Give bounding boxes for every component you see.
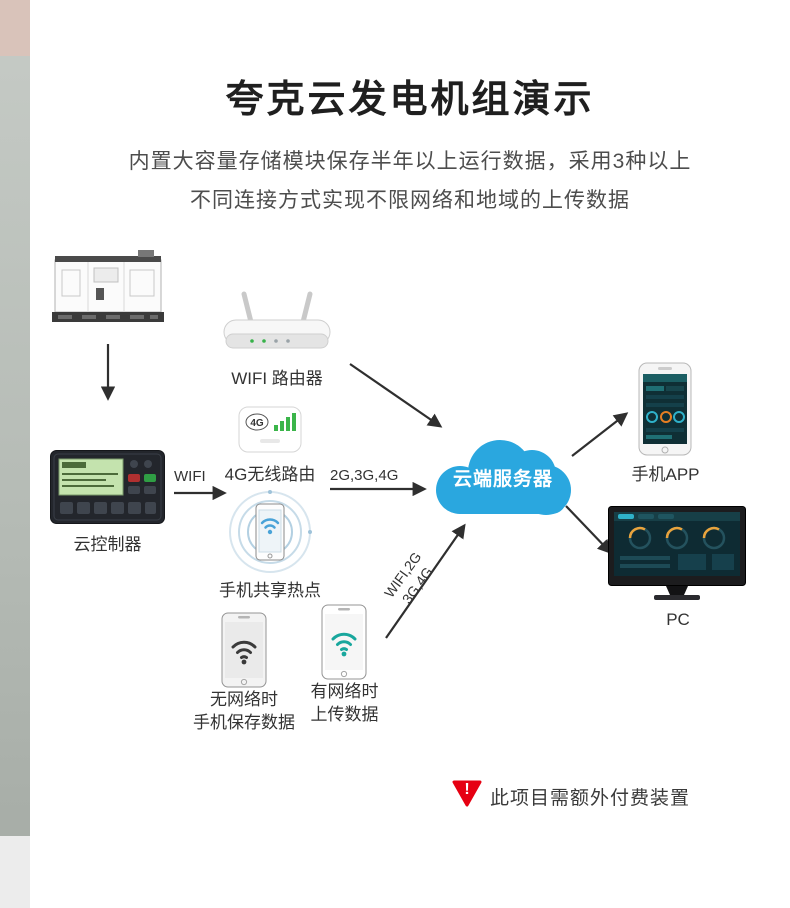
- hotspot-device: [225, 490, 315, 574]
- phone-online-icon: [321, 604, 367, 680]
- phone-app-device: [638, 362, 692, 456]
- wifi-router-device: [222, 290, 332, 358]
- pc-monitor-icon: [608, 506, 746, 600]
- cloud-icon: [436, 440, 571, 515]
- generator-icon: [52, 250, 164, 322]
- phone-online-label: 有网络时 上传数据: [297, 680, 392, 726]
- cloud-server-label: 云端服务器: [452, 469, 553, 490]
- phone-online-label-line1: 有网络时: [310, 682, 379, 701]
- edge-wifi-label: WIFI: [174, 468, 206, 485]
- cloud-server-node: 云端服务器: [428, 430, 578, 522]
- hotspot-label: 手机共享热点: [219, 581, 321, 600]
- page-edge-strip: [0, 0, 30, 908]
- phone-offline-icon: [221, 612, 267, 688]
- hotspot-icon: [229, 490, 312, 573]
- wifi-router-icon: [223, 291, 331, 349]
- controller-icon: [50, 450, 165, 524]
- phone-offline-label-line1: 无网络时: [210, 690, 278, 709]
- wifi-router-label: WIFI 路由器: [231, 369, 323, 388]
- warning-exclamation: !: [464, 781, 470, 798]
- subtitle-line1: 内置大容量存储模块保存半年以上运行数据，采用3种以上: [128, 150, 692, 173]
- generator-illustration: [52, 250, 164, 330]
- router-4g-badge: 4G: [250, 418, 264, 429]
- pc-device: [608, 506, 748, 602]
- router-4g-label: 4G无线路由: [224, 465, 316, 484]
- phone-app-icon: [638, 362, 692, 456]
- edge-cellular-label: 2G,3G,4G: [330, 467, 399, 484]
- page-title: 夸克云发电机组演示: [225, 79, 595, 121]
- phone-online-label-line2: 上传数据: [310, 705, 379, 724]
- warning-icon: !: [452, 780, 482, 807]
- page-edge-strip-top: [0, 0, 30, 56]
- paid-notice-text: 此项目需额外付费装置: [490, 788, 691, 809]
- phone-online-device: [321, 604, 367, 680]
- phone-offline-label-line2: 手机保存数据: [193, 713, 295, 732]
- arrow-cloud-to-phoneapp: [571, 412, 629, 457]
- router-4g-icon: 4G: [238, 406, 302, 453]
- phone-app-label: 手机APP: [631, 465, 700, 484]
- pc-label: PC: [666, 610, 690, 629]
- phone-offline-device: [221, 612, 267, 688]
- edge-mixed-label: WIFI,2G 3G,4G: [366, 529, 454, 631]
- cloud-controller-device: [50, 450, 165, 526]
- router-4g-device: 4G: [238, 406, 302, 454]
- phone-offline-label: 无网络时 手机保存数据: [185, 688, 303, 734]
- page-edge-strip-bottom: [0, 836, 30, 908]
- arrow-wifirouter-to-cloud: [349, 363, 443, 428]
- subtitle-line2: 不同连接方式实现不限网络和地域的上传数据: [190, 189, 630, 212]
- warning-triangle-icon: [452, 780, 482, 807]
- controller-label: 云控制器: [73, 535, 142, 554]
